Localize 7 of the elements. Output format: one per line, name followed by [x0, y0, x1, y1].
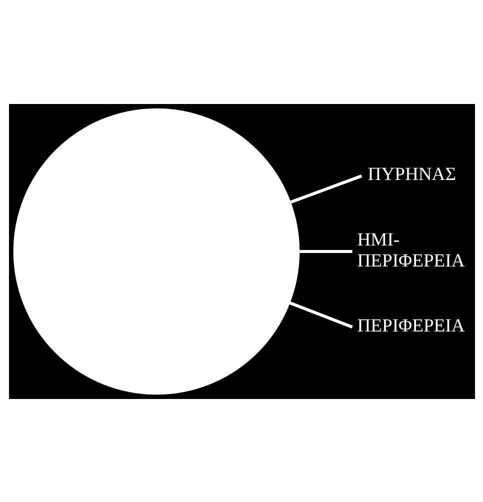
node-text: ΠΥΡΗΝΑΣ: [367, 164, 456, 185]
connector: [288, 300, 352, 328]
connector: [298, 249, 352, 253]
connector: [289, 174, 362, 204]
node-circle: [12, 108, 300, 394]
node-text: ΠΕΡΙΦΕΡΕΙΑ: [356, 314, 464, 336]
node-text: ΗΜΙ- ΠΕΡΙΦΕΡΕΙΑ: [356, 228, 464, 271]
